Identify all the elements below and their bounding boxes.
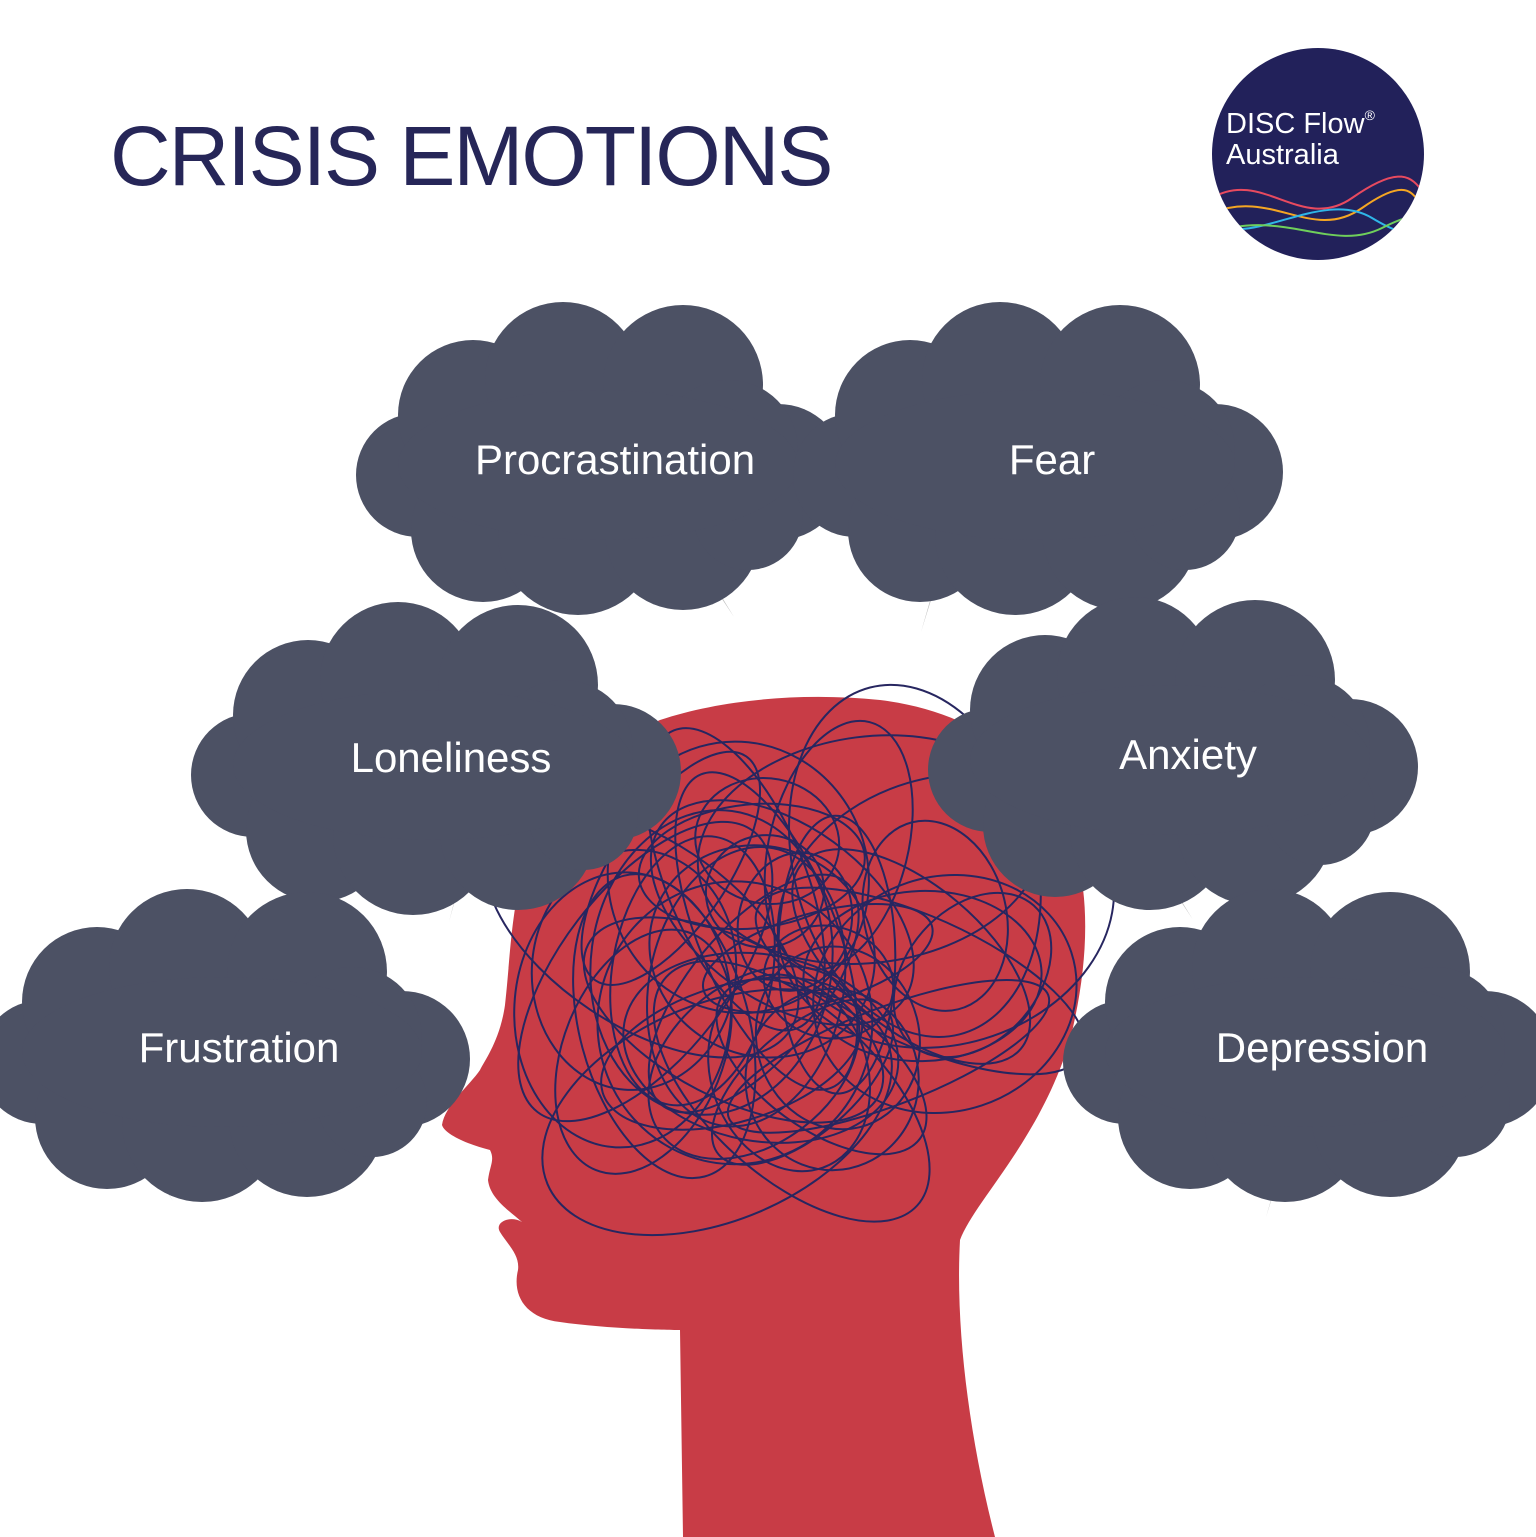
scribble-loop [674, 771, 859, 1091]
emotion-label: Depression [1216, 1024, 1428, 1071]
page-title: CRISIS EMOTIONS [110, 109, 833, 203]
emotion-label: Fear [1009, 436, 1095, 483]
cloud-procrastination: Procrastination [356, 302, 846, 615]
logo-line-1: DISC Flow® [1226, 107, 1375, 140]
tangled-thoughts-scribble [483, 683, 1115, 1237]
disc-flow-logo: DISC Flow® Australia [1212, 48, 1424, 260]
cloud-anxiety: Anxiety [928, 597, 1418, 910]
logo-waves-icon [1212, 175, 1424, 237]
emotion-label: Loneliness [351, 734, 552, 781]
scribble-loop [572, 873, 757, 1180]
scribble-loop [554, 928, 733, 1175]
cloud-fear: Fear [793, 302, 1283, 615]
logo-registered-mark: ® [1364, 107, 1375, 123]
scribble-loop [802, 889, 1043, 1063]
scribble-loop [646, 845, 847, 1128]
emotion-label: Procrastination [475, 436, 755, 483]
scribble-loop [744, 988, 920, 1172]
logo-line-2: Australia [1226, 139, 1339, 171]
scribble-loop [649, 799, 915, 1027]
head-silhouette [442, 696, 1086, 1537]
scribble-loop [606, 740, 870, 1015]
scribble-loop [812, 873, 1078, 1115]
scribble-loop [701, 903, 934, 1014]
scribble-loop [791, 848, 1032, 1065]
emotion-label: Anxiety [1119, 731, 1257, 778]
cloud-depression: Depression [1063, 889, 1536, 1202]
scribble-loop [541, 988, 893, 1237]
emotion-label: Frustration [139, 1024, 340, 1071]
scribble-loop [707, 973, 872, 1173]
cloud-loneliness: Loneliness [191, 602, 681, 915]
scribble-loop [777, 814, 897, 1095]
scribble-loop [762, 924, 895, 1040]
cloud-frustration: Frustration [0, 889, 470, 1202]
